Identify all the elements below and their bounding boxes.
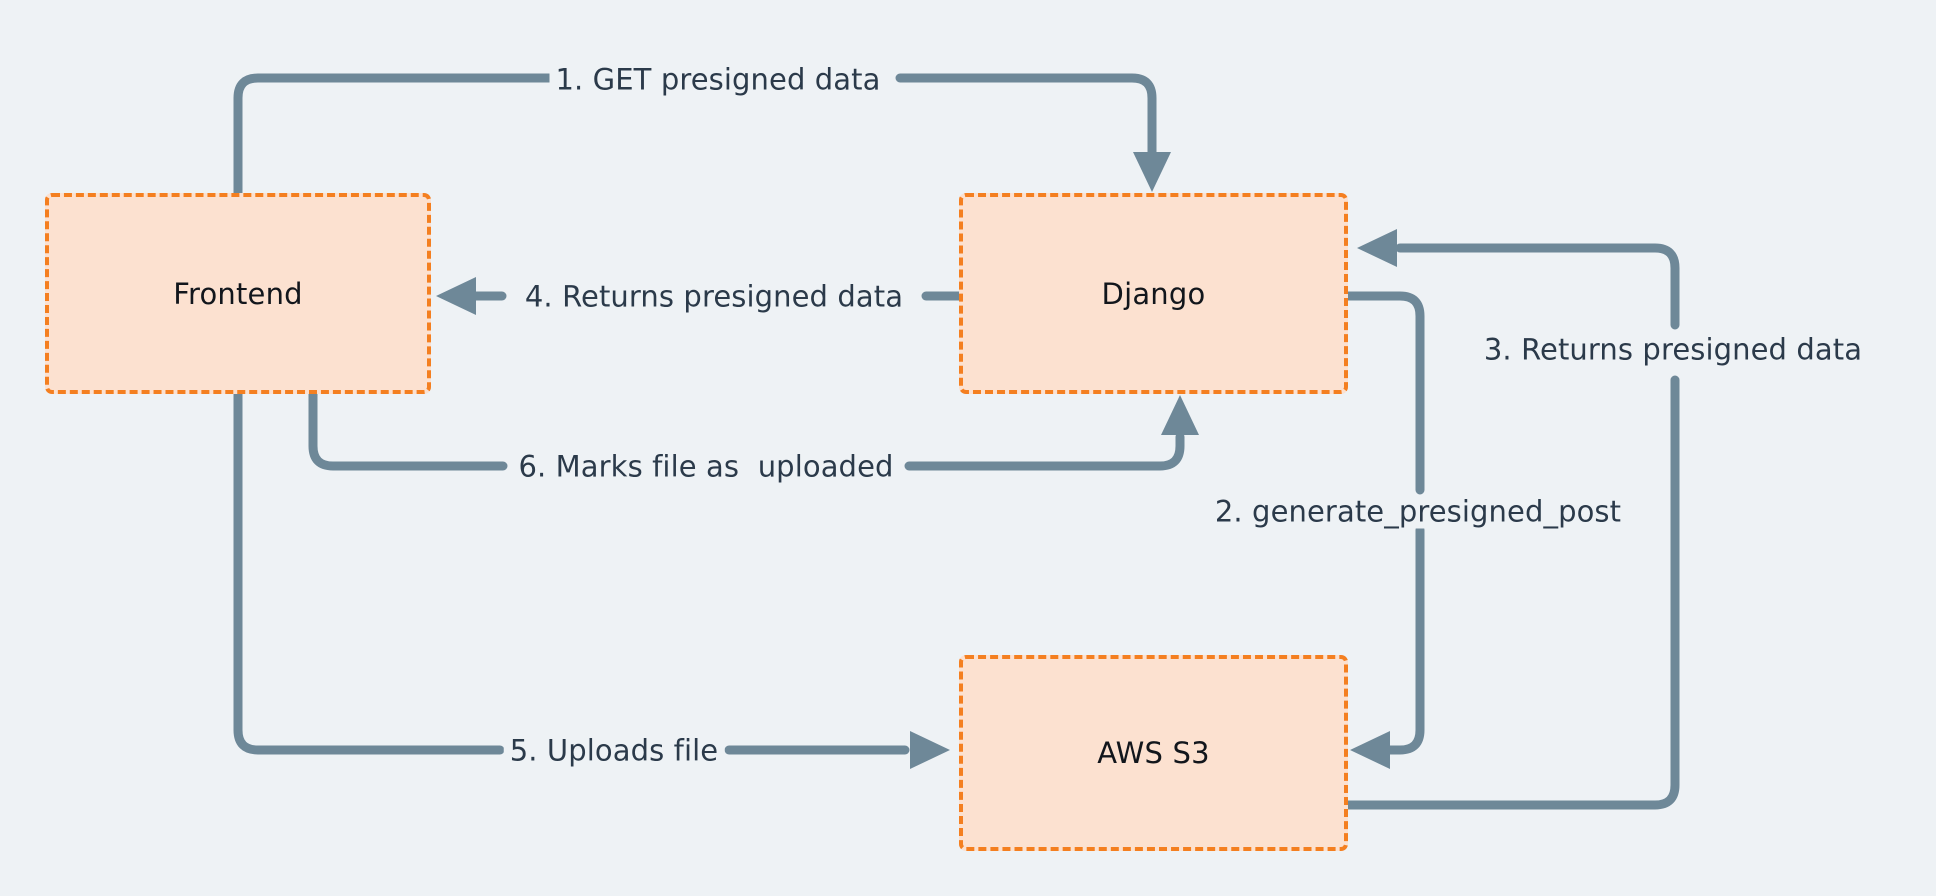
edge-2-segment-upper <box>1343 291 1425 495</box>
edge-2-generate-presigned-post <box>1343 291 1425 769</box>
edge-5-uploads-file <box>233 389 950 769</box>
edge-2-segment-lower <box>1382 525 1425 755</box>
edge-3-segment-upper <box>1395 243 1680 330</box>
edge-2-arrowhead <box>1350 731 1390 769</box>
node-frontend[interactable]: Frontend <box>45 193 431 394</box>
edge-1-segment-right <box>895 73 1157 160</box>
edge-3-label: 3. Returns presigned data <box>1477 333 1869 367</box>
edge-1-segment-left <box>233 73 557 198</box>
edge-6-arrowhead <box>1161 395 1199 435</box>
node-aws-s3-label: AWS S3 <box>1097 736 1210 770</box>
edge-5-segment-left <box>233 389 505 755</box>
edge-5-arrowhead <box>910 731 950 769</box>
edge-3-segment-lower <box>1343 375 1680 810</box>
edge-6-segment-left <box>308 389 508 471</box>
edge-4-label: 4. Returns presigned data <box>518 280 910 314</box>
node-frontend-label: Frontend <box>173 276 303 311</box>
edge-6-segment-right <box>904 432 1185 471</box>
edge-4-arrowhead <box>436 277 476 315</box>
edge-6-marks-file-as-uploaded <box>308 389 1199 471</box>
edge-3-arrowhead <box>1357 229 1397 267</box>
edge-3-returns-presigned-data <box>1343 229 1680 810</box>
edge-5-label: 5. Uploads file <box>503 734 725 768</box>
node-aws-s3[interactable]: AWS S3 <box>959 655 1348 851</box>
edge-4-returns-presigned-data <box>436 277 965 315</box>
edge-1-label: 1. GET presigned data <box>549 63 887 97</box>
edge-1-get-presigned-data <box>233 73 1171 198</box>
edge-2-label: 2. generate_presigned_post <box>1208 495 1628 529</box>
node-django[interactable]: Django <box>959 193 1348 394</box>
edge-1-arrowhead <box>1133 152 1171 192</box>
node-django-label: Django <box>1101 276 1206 311</box>
edge-6-label: 6. Marks file as uploaded <box>512 450 900 484</box>
